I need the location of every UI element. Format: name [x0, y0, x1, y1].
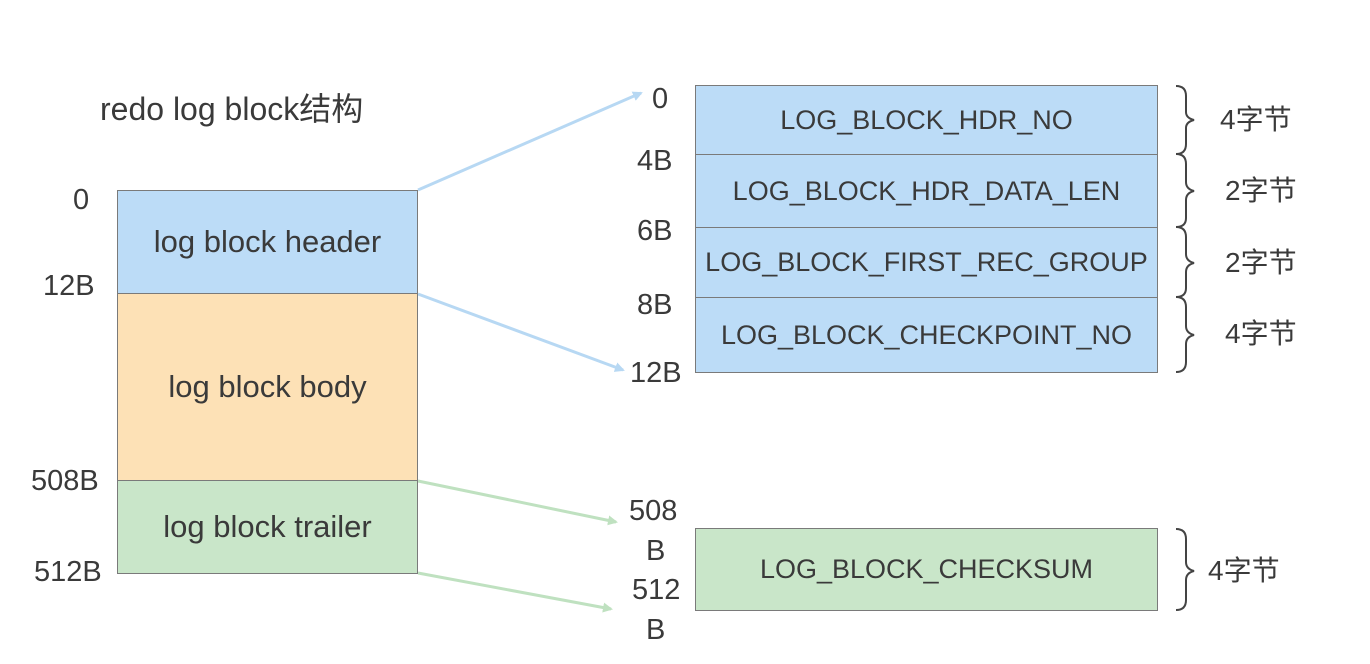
- trailer-offset-512-unit: B: [646, 614, 666, 646]
- log-block-header: log block header: [117, 190, 418, 294]
- field-log-block-checksum: LOG_BLOCK_CHECKSUM: [695, 528, 1158, 611]
- brace-checksum: [1175, 528, 1195, 611]
- brace-hdr-data-len: [1175, 153, 1195, 228]
- header-offset-6b: 6B: [637, 215, 673, 247]
- log-block-body: log block body: [117, 293, 418, 481]
- header-bottom-arrow: [417, 292, 625, 372]
- brace-hdr-no: [1175, 85, 1195, 155]
- brace-checkpoint-no: [1175, 296, 1195, 373]
- size-label-checksum: 4字节: [1208, 555, 1280, 586]
- header-top-arrow: [417, 91, 643, 192]
- trailer-bottom-arrow: [417, 571, 613, 613]
- field-log-block-first-rec-group: LOG_BLOCK_FIRST_REC_GROUP: [695, 227, 1158, 298]
- size-label-hdr-no: 4字节: [1220, 104, 1292, 135]
- diagram-title: redo log block结构: [100, 91, 364, 127]
- size-label-hdr-data-len: 2字节: [1225, 175, 1297, 206]
- header-offset-12b: 12B: [630, 357, 682, 389]
- size-label-checkpoint-no: 4字节: [1225, 318, 1297, 349]
- block-offset-512b: 512B: [34, 556, 102, 588]
- trailer-top-arrow: [417, 479, 618, 526]
- brace-first-rec-group: [1175, 226, 1195, 298]
- block-offset-12b: 12B: [43, 270, 95, 302]
- header-offset-0: 0: [652, 83, 669, 115]
- trailer-offset-508-unit: B: [646, 535, 666, 567]
- header-offset-4b: 4B: [637, 145, 673, 177]
- size-label-first-rec-group: 2字节: [1225, 247, 1297, 278]
- field-log-block-checkpoint-no: LOG_BLOCK_CHECKPOINT_NO: [695, 297, 1158, 373]
- block-offset-0: 0: [73, 184, 90, 216]
- log-block-trailer: log block trailer: [117, 480, 418, 574]
- field-log-block-hdr-no: LOG_BLOCK_HDR_NO: [695, 85, 1158, 155]
- trailer-offset-508: 508: [629, 495, 678, 527]
- field-log-block-hdr-data-len: LOG_BLOCK_HDR_DATA_LEN: [695, 154, 1158, 228]
- header-offset-8b: 8B: [637, 289, 673, 321]
- trailer-offset-512: 512: [632, 574, 681, 606]
- block-offset-508b: 508B: [31, 465, 99, 497]
